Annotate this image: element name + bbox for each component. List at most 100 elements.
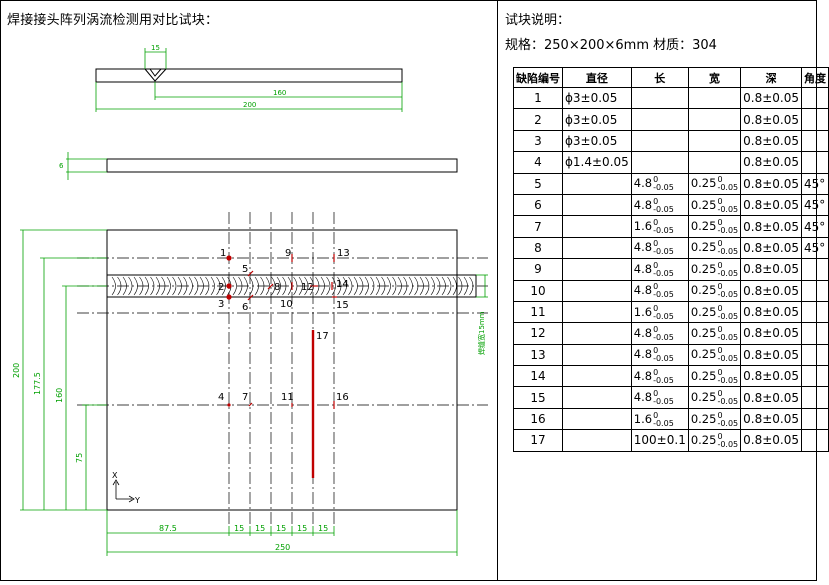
tol-base: 4.8 (633, 176, 653, 191)
defect-label: 9 (285, 248, 291, 259)
cell-angle (801, 279, 829, 302)
cell-width (687, 86, 742, 110)
defect-label: 6 (242, 302, 248, 313)
weld-arc (232, 276, 237, 296)
plan-view (106, 229, 477, 511)
cell-angle (801, 129, 829, 153)
defect-label: 7 (242, 392, 248, 403)
defect-label: 2 (218, 282, 224, 293)
top-dims (95, 48, 403, 112)
col-length: 长 (630, 67, 689, 88)
cell-id: 14 (513, 365, 563, 388)
tol-base: 0.25 (690, 219, 717, 234)
axis-x-label: X (112, 471, 118, 480)
tolerance: 0-0.05 (717, 303, 739, 321)
weld-arc (348, 276, 353, 296)
tolerance: 0-0.05 (653, 175, 674, 193)
left-dims (20, 229, 107, 511)
cell-diameter (562, 215, 632, 238)
spec-line: 规格：250×200×6mm 材质：304 (505, 38, 717, 53)
dim-15-c: 15 (276, 524, 286, 533)
cell-depth: 0.8±0.05 (740, 279, 802, 302)
dim-200-left: 200 (12, 363, 21, 378)
cell-diameter: ϕ1.4±0.05 (562, 151, 632, 174)
cell-id: 16 (513, 407, 563, 431)
cell-id: 5 (513, 172, 563, 195)
tolerance: 0-0.05 (653, 303, 674, 321)
weld-arc (188, 276, 193, 296)
cell-id: 12 (513, 322, 563, 345)
cell-angle: 45° (801, 172, 829, 195)
cell-diameter: ϕ3±0.05 (562, 108, 632, 131)
col-width: 宽 (687, 67, 742, 88)
weld-arc (447, 276, 452, 296)
cell-id: 10 (513, 279, 563, 302)
cell-id: 17 (513, 429, 563, 452)
side-view (66, 152, 458, 180)
cell-depth: 0.8±0.05 (740, 172, 802, 195)
cell-width (687, 108, 742, 131)
cell-angle (801, 386, 829, 409)
tol-base: 0.25 (690, 432, 717, 447)
cell-depth: 0.8±0.05 (740, 343, 802, 367)
cell-id: 3 (513, 129, 563, 153)
tolerance: 0-0.05 (717, 196, 739, 214)
tol-base: 4.8 (633, 347, 653, 362)
center-lines (77, 212, 488, 526)
dim-250: 250 (275, 543, 290, 552)
weld-arc (111, 276, 116, 296)
tolerance: 0-0.05 (653, 282, 674, 300)
tolerance: 0-0.05 (717, 282, 739, 300)
defect-label: 10 (280, 299, 293, 310)
weld-arc (408, 276, 413, 296)
tolerance: 0-0.05 (717, 260, 739, 278)
cell-length (630, 151, 689, 174)
cell-id: 15 (513, 386, 563, 409)
cell-diameter (562, 193, 632, 217)
tolerance: 0-0.05 (653, 196, 674, 214)
tolerance: 0-0.05 (653, 324, 674, 342)
defect-label: 3 (218, 299, 224, 310)
cell-depth: 0.8±0.05 (740, 129, 802, 153)
cell-diameter: ϕ3±0.05 (562, 129, 632, 153)
tol-base: 0.25 (690, 283, 717, 298)
cell-angle: 45° (801, 215, 829, 238)
dim-15-e: 15 (318, 524, 328, 533)
cell-depth: 0.8±0.05 (740, 386, 802, 409)
table-header-row: 缺陷编号 直径 长 宽 深 角度 (513, 67, 829, 88)
cell-angle: 45° (801, 236, 829, 260)
cell-id: 1 (513, 86, 563, 110)
dim-75: 75 (75, 453, 84, 463)
cell-angle: 45° (801, 193, 829, 217)
cell-diameter (562, 407, 632, 431)
cell-depth: 0.8±0.05 (740, 322, 802, 345)
cell-diameter (562, 279, 632, 302)
tolerance: 0-0.05 (717, 324, 739, 342)
weld-arc (172, 276, 177, 296)
cell-length: 100±0.1 (630, 429, 689, 452)
tol-base: 4.8 (633, 325, 653, 340)
defect-label: 14 (336, 279, 349, 290)
cell-length (630, 108, 689, 131)
tolerance: 0-0.05 (717, 410, 739, 428)
cell-diameter (562, 236, 632, 260)
tolerance: 0-0.05 (653, 367, 674, 385)
cell-depth: 0.8±0.05 (740, 193, 802, 217)
